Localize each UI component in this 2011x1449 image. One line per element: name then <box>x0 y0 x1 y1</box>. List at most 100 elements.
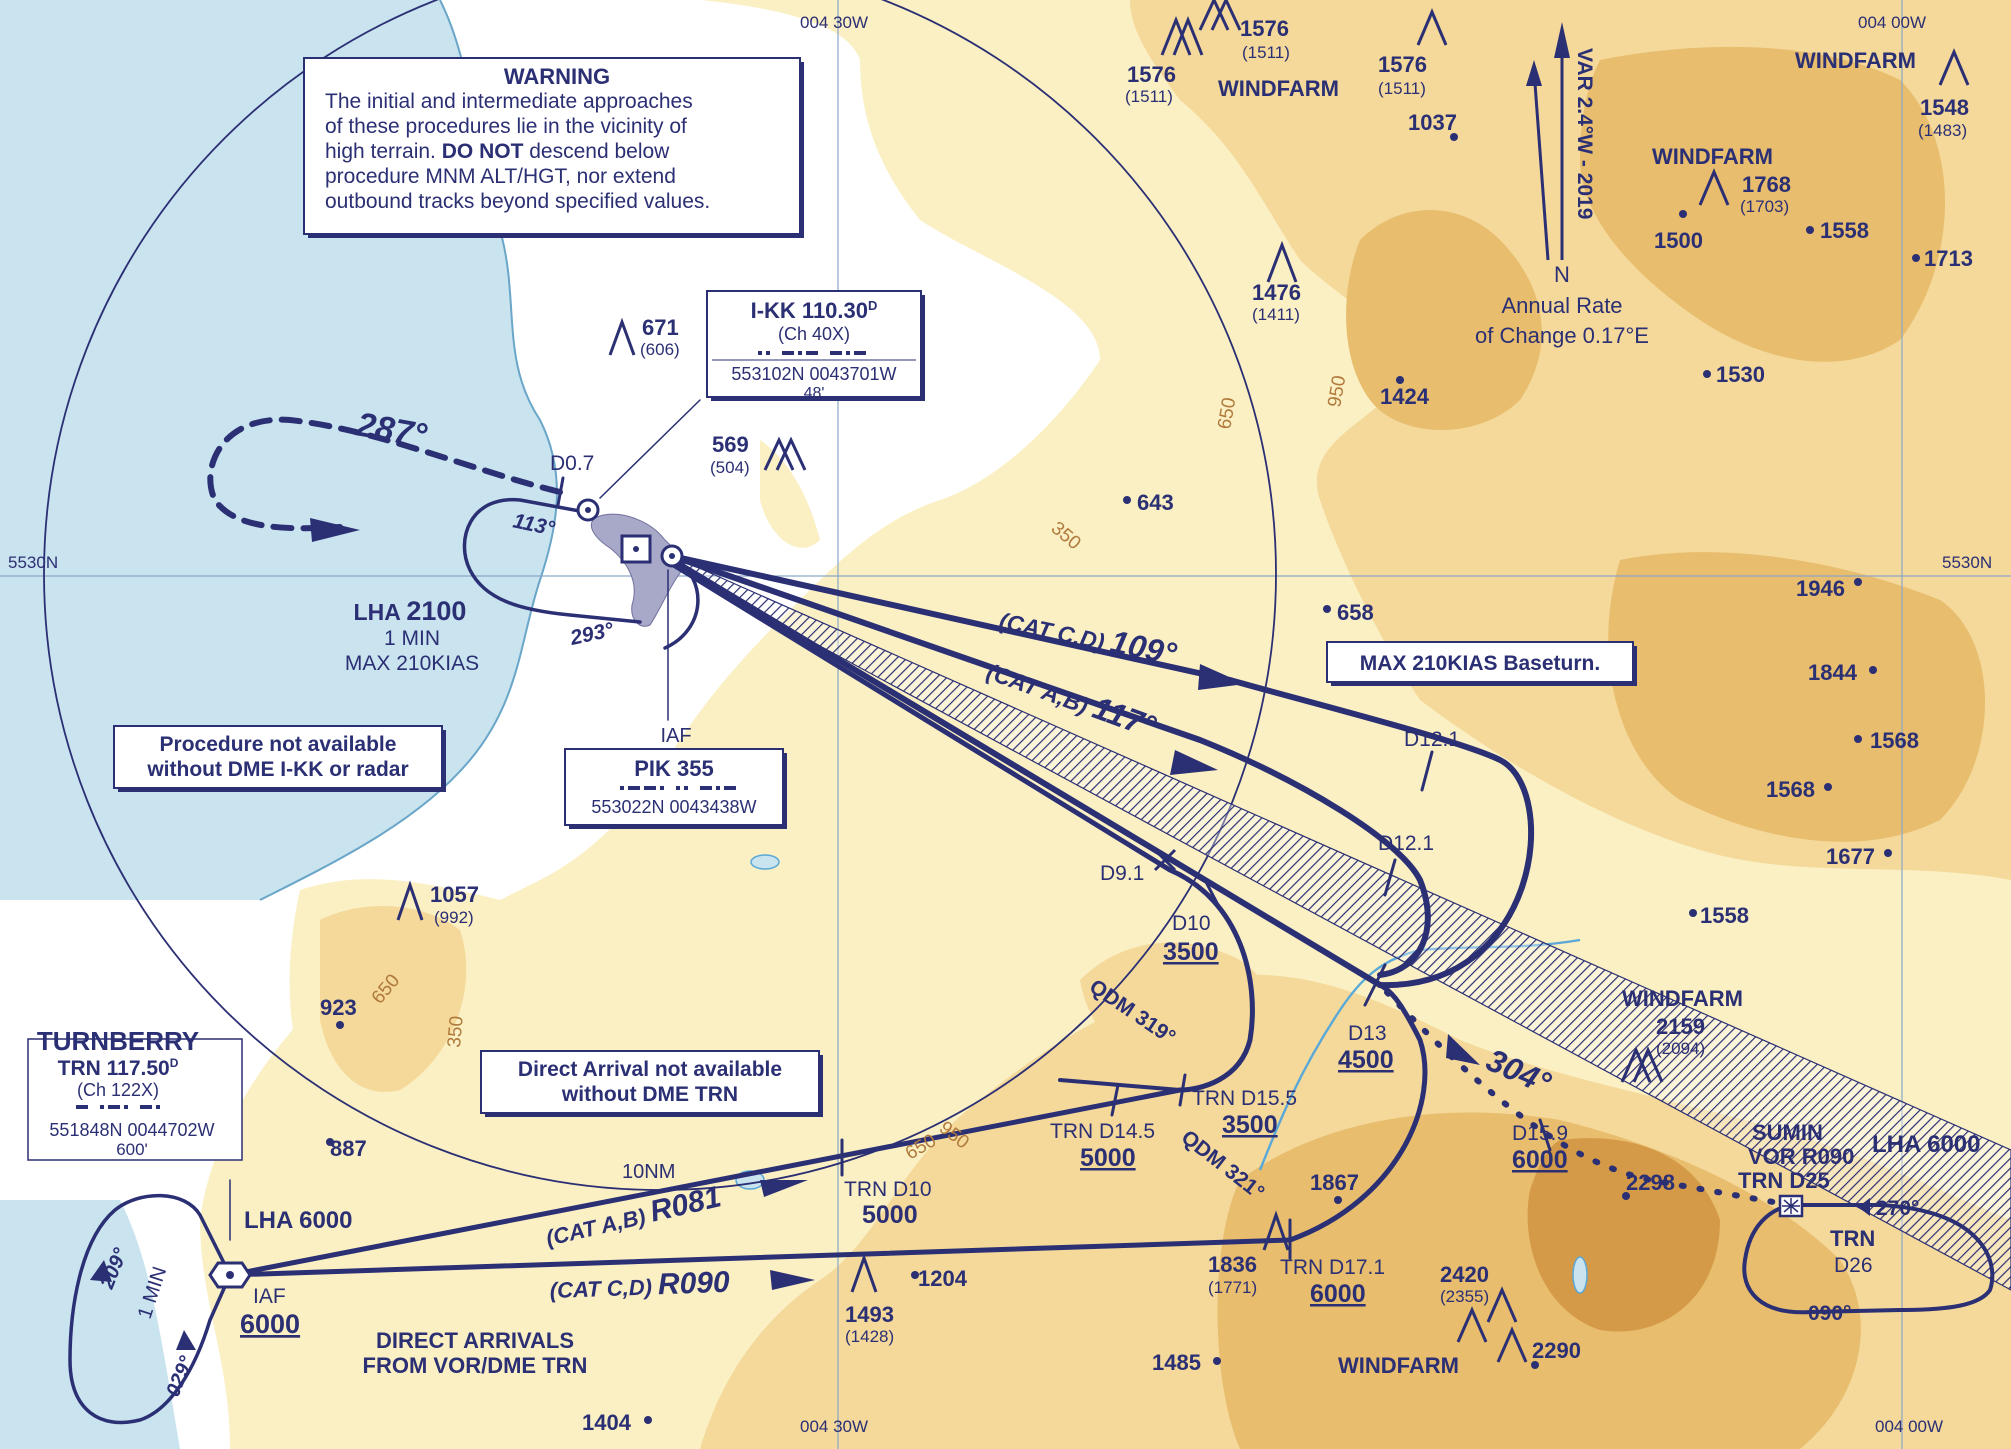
ikk-channel: (Ch 40X) <box>778 324 850 344</box>
procedure-na-line2: without DME I-KK or radar <box>146 758 408 781</box>
trn-vor-dme-symbol <box>208 1261 252 1289</box>
track-304-dotted <box>1377 982 1793 1208</box>
fix-tick-d13 <box>1363 963 1387 1007</box>
terrain-high-west <box>320 906 467 1092</box>
direct-na-line2: without DME TRN <box>561 1083 738 1106</box>
pik-ndb-symbol <box>660 544 684 568</box>
elev-1476-height: (1411) <box>1252 305 1300 324</box>
pik-info-box: IAF PIK 355 553022N 0043438W <box>564 725 787 829</box>
fix-d159: D15.9 <box>1512 1122 1568 1145</box>
arrow-r081 <box>760 1180 808 1197</box>
fix-trn155-alt: 3500 <box>1222 1111 1278 1139</box>
pik-name: PIK 355 <box>634 756 714 781</box>
fix-tick-d10 <box>1203 878 1220 907</box>
track-label-029: 029° <box>162 1352 198 1400</box>
ikk-info-box: I-KK 110.30D (Ch 40X) 553102N 0043701W 4… <box>706 290 925 402</box>
pik-coords: 553022N 0043438W <box>591 797 756 817</box>
direction-arrows <box>90 664 1870 1350</box>
fix-d91: D9.1 <box>1100 862 1144 885</box>
procedure-tracks <box>68 399 1995 1425</box>
grid-label-lon-bottom-1: 004 30W <box>800 1417 868 1436</box>
lake <box>1572 1256 1588 1294</box>
turnberry-freq: TRN 117.50D <box>58 1056 179 1080</box>
elev-923: 923 <box>320 995 357 1020</box>
elev-1576b: 1576 <box>1240 16 1289 41</box>
pik-iaf-label: IAF <box>660 725 691 747</box>
fix-trn145-alt: 5000 <box>1080 1144 1136 1172</box>
elev-1476: 1476 <box>1252 280 1301 305</box>
track-qdm319 <box>1058 1078 1182 1092</box>
fix-trn-east: TRN <box>1830 1226 1875 1251</box>
elev-887: 887 <box>330 1136 367 1161</box>
contour-label-350b: 350 <box>444 1015 468 1048</box>
turnberry-morse <box>76 1105 160 1109</box>
elev-2290: 2290 <box>1532 1338 1581 1363</box>
ikk-elev: 48' <box>804 385 825 402</box>
ikk-coords: 553102N 0043701W <box>731 364 896 384</box>
ikk-dme-symbol <box>576 498 600 522</box>
d91-fix-symbol <box>1153 848 1177 872</box>
elev-1867: 1867 <box>1310 1170 1359 1195</box>
fix-trn171: TRN D17.1 <box>1280 1256 1385 1279</box>
baseturn-box: MAX 210KIAS Baseturn. <box>1326 641 1637 686</box>
track-r090 <box>227 982 1428 1278</box>
north-label: N <box>1554 262 1570 287</box>
elev-1576a: 1576 <box>1127 62 1176 87</box>
elev-569-height: (504) <box>710 458 750 477</box>
fix-iaf-west: IAF <box>253 1285 286 1308</box>
fix-d07: D0.7 <box>550 452 594 475</box>
direct-na-box: Direct Arrival not available without DME… <box>480 1050 823 1117</box>
terrain-mid-centre <box>1080 942 1270 1080</box>
warning-line1: The initial and intermediate approaches <box>325 90 693 113</box>
rate-line1: Annual Rate <box>1501 293 1622 318</box>
hold-lha6000-west <box>68 1193 232 1425</box>
arrow-117 <box>1170 750 1218 775</box>
elev-1404: 1404 <box>582 1410 632 1435</box>
windfarm-label: WINDFARM <box>1338 1353 1459 1378</box>
windfarm-icon <box>1456 1286 1528 1363</box>
elev-1558b: 1558 <box>1700 903 1749 928</box>
elev-1485: 1485 <box>1152 1350 1201 1375</box>
fix-tick-d07 <box>556 476 565 507</box>
elev-1057-height: (992) <box>434 908 474 927</box>
obstacle-icon <box>850 1253 878 1293</box>
fix-labels: D0.7 D12.1 D12.1 D9.1 D10 3500 D13 4500 … <box>240 452 1875 1339</box>
obstacle-icon <box>763 436 807 471</box>
elev-1576a-height: (1511) <box>1125 87 1173 106</box>
elev-1568a: 1568 <box>1870 728 1919 753</box>
lake <box>750 854 780 870</box>
procedure-na-box: Procedure not available without DME I-KK… <box>113 725 446 792</box>
terrain-high-ne <box>1580 46 1945 362</box>
fix-tick-trn145 <box>1110 1083 1120 1117</box>
elev-1713: 1713 <box>1924 246 1973 271</box>
leader-ikk <box>599 399 701 499</box>
elev-1836-height: (1771) <box>1208 1278 1257 1297</box>
direct-na-line1: Direct Arrival not available <box>518 1058 782 1081</box>
fix-d13-alt: 4500 <box>1338 1046 1394 1074</box>
track-catcd-109 <box>669 553 1535 989</box>
true-north-arrow <box>1532 69 1550 261</box>
fix-d121a: D12.1 <box>1404 728 1460 751</box>
ikk-ident: I-KK 110.30D <box>751 298 878 323</box>
hold-lha6000-east <box>1742 1203 1995 1315</box>
fix-d121b: D12.1 <box>1378 832 1434 855</box>
warning-line4: procedure MNM ALT/HGT, nor extend <box>325 165 676 188</box>
arrow-109 <box>1198 664 1245 690</box>
direct-arrivals-line2: FROM VOR/DME TRN <box>363 1353 588 1378</box>
terrain-low-island <box>760 440 820 548</box>
track-287-arrow <box>310 518 360 542</box>
elev-1548: 1548 <box>1920 95 1969 120</box>
navaids <box>208 498 1804 1289</box>
elev-658: 658 <box>1337 600 1374 625</box>
fix-tick-d121a <box>1420 750 1434 792</box>
track-label-r090: (CAT C,D) R090 <box>549 1266 730 1305</box>
direct-arrivals-line1: DIRECT ARRIVALS <box>376 1328 574 1353</box>
elev-1530: 1530 <box>1716 362 1765 387</box>
grid-label-lon-top-2: 004 00W <box>1858 13 1926 32</box>
warning-line2: of these procedures lie in the vicinity … <box>325 115 687 138</box>
lha2100-time: 1 MIN <box>384 627 440 650</box>
obstacle-symbols <box>396 0 1970 1363</box>
warning-title: WARNING <box>504 64 610 89</box>
ring-10nm-label: 10NM <box>622 1161 675 1183</box>
arrow-r090 <box>770 1270 815 1290</box>
